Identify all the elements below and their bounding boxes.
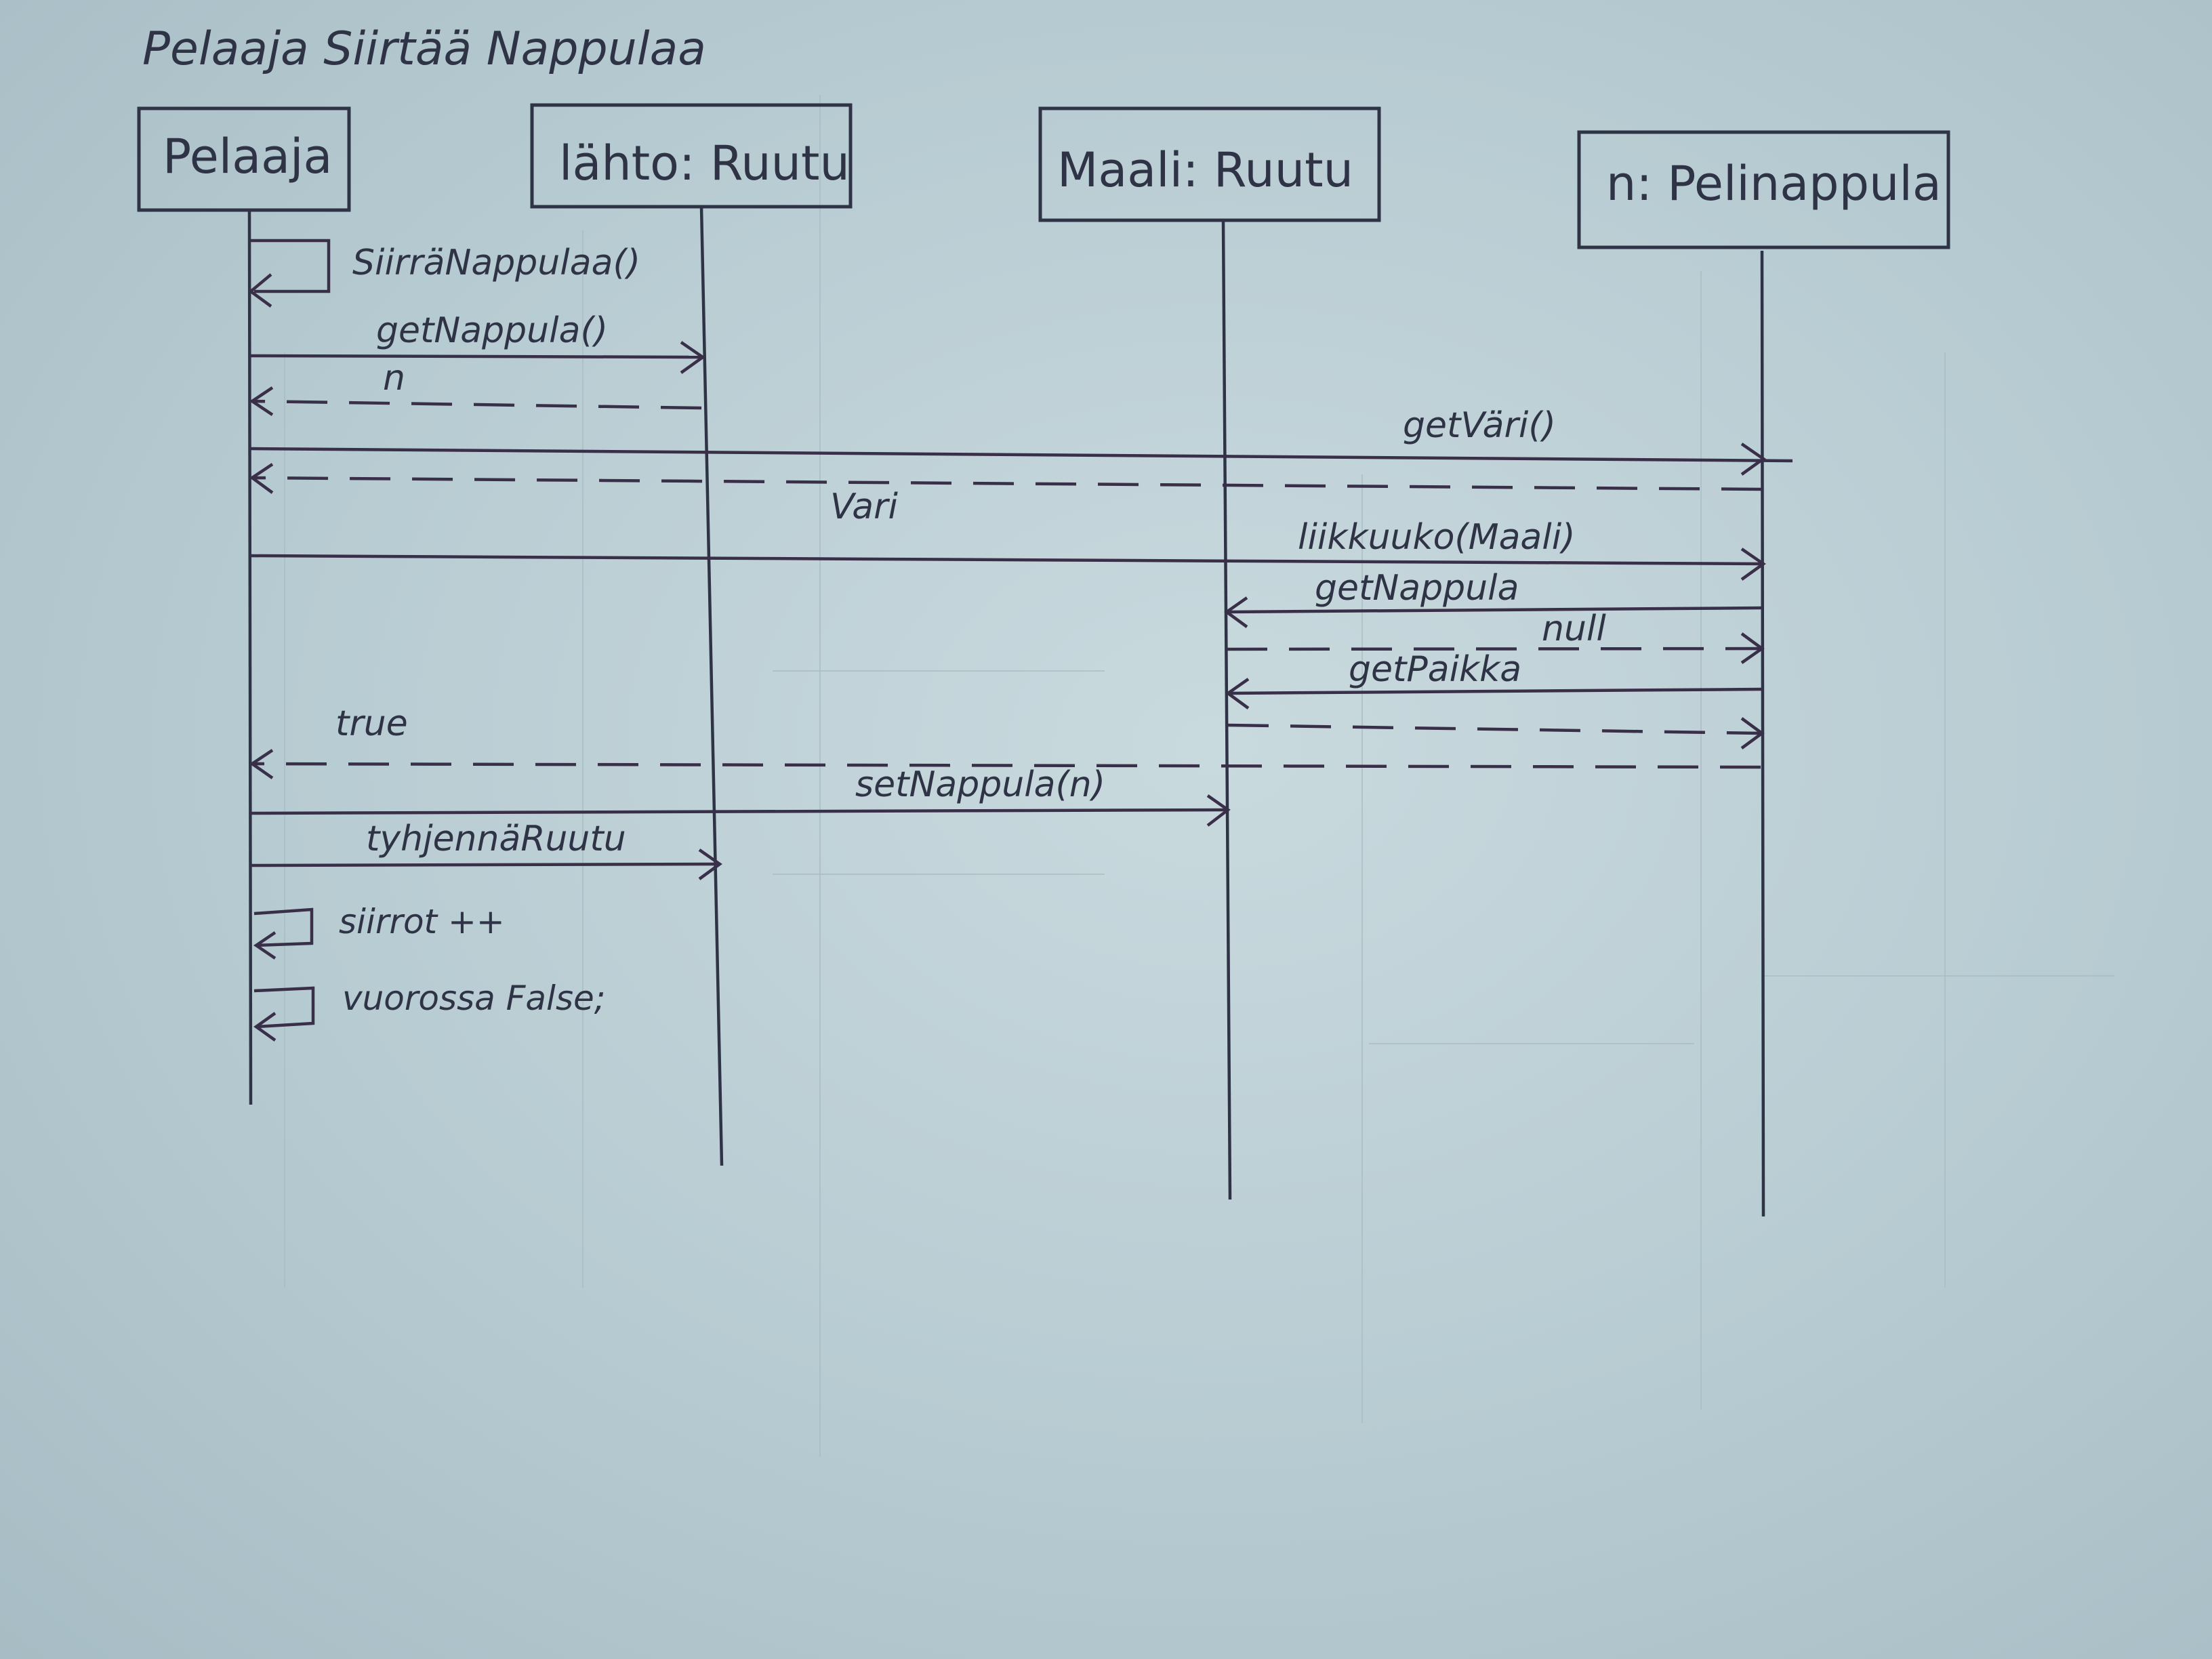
message-return-n: n xyxy=(249,358,702,416)
message-tyhjenna-ruutu: tyhjennäRuutu xyxy=(250,819,722,880)
lifeline-maali xyxy=(1221,220,1232,1200)
message-get-nappula-maali: getNappula xyxy=(1224,568,1763,628)
participant-label: lähto: Ruutu xyxy=(559,136,850,191)
participant-label: Pelaaja xyxy=(163,129,332,184)
message-return-vari: Vari xyxy=(249,463,1763,527)
message-label: tyhjennäRuutu xyxy=(366,819,626,859)
message-return-true: true xyxy=(249,703,1761,779)
lifeline-lahto xyxy=(699,206,724,1166)
lifeline-pelaaja xyxy=(247,209,253,1105)
message-label: getNappula xyxy=(1315,568,1519,609)
message-siirrot-increment: siirrot ++ xyxy=(253,902,505,960)
message-label: vuorossa False; xyxy=(342,979,606,1018)
message-label: true xyxy=(335,703,408,744)
message-get-vari: getVäri() xyxy=(250,405,1793,476)
message-set-nappula: setNappula(n) xyxy=(250,764,1231,827)
message-siirra-nappulaa: SiirräNappulaa() xyxy=(248,239,640,308)
message-vuorossa-false: vuorossa False; xyxy=(253,979,606,1042)
participant-label: Maali: Ruutu xyxy=(1057,142,1353,198)
message-label: getVäri() xyxy=(1403,405,1556,446)
participant-nappula: n: Pelinappula xyxy=(1577,130,1950,249)
message-label: getNappula() xyxy=(376,310,608,351)
message-liikkuuko: liikkuuko(Maali) xyxy=(250,517,1766,581)
message-label: null xyxy=(1542,609,1606,649)
message-get-nappula: getNappula() xyxy=(250,310,705,374)
message-label: setNappula(n) xyxy=(855,764,1105,805)
diagram-title: Pelaaja Siirtää Nappulaa xyxy=(142,22,706,76)
bleed-through-lines xyxy=(284,95,2114,1457)
message-label: getPaikka xyxy=(1349,649,1521,690)
message-label: liikkuuko(Maali) xyxy=(1298,517,1575,558)
message-label: Vari xyxy=(830,487,898,527)
participant-label: n: Pelinappula xyxy=(1606,156,1942,211)
message-label: siirrot ++ xyxy=(339,902,505,941)
message-return-paikka xyxy=(1227,717,1765,750)
participant-maali: Maali: Ruutu xyxy=(1038,106,1381,222)
participant-pelaaja: Pelaaja xyxy=(137,106,351,212)
message-get-paikka: getPaikka xyxy=(1225,649,1763,710)
message-label: SiirräNappulaa() xyxy=(352,243,640,283)
message-label: n xyxy=(383,358,405,398)
participant-lahto: lähto: Ruutu xyxy=(530,103,853,209)
message-return-null: null xyxy=(1226,609,1765,664)
